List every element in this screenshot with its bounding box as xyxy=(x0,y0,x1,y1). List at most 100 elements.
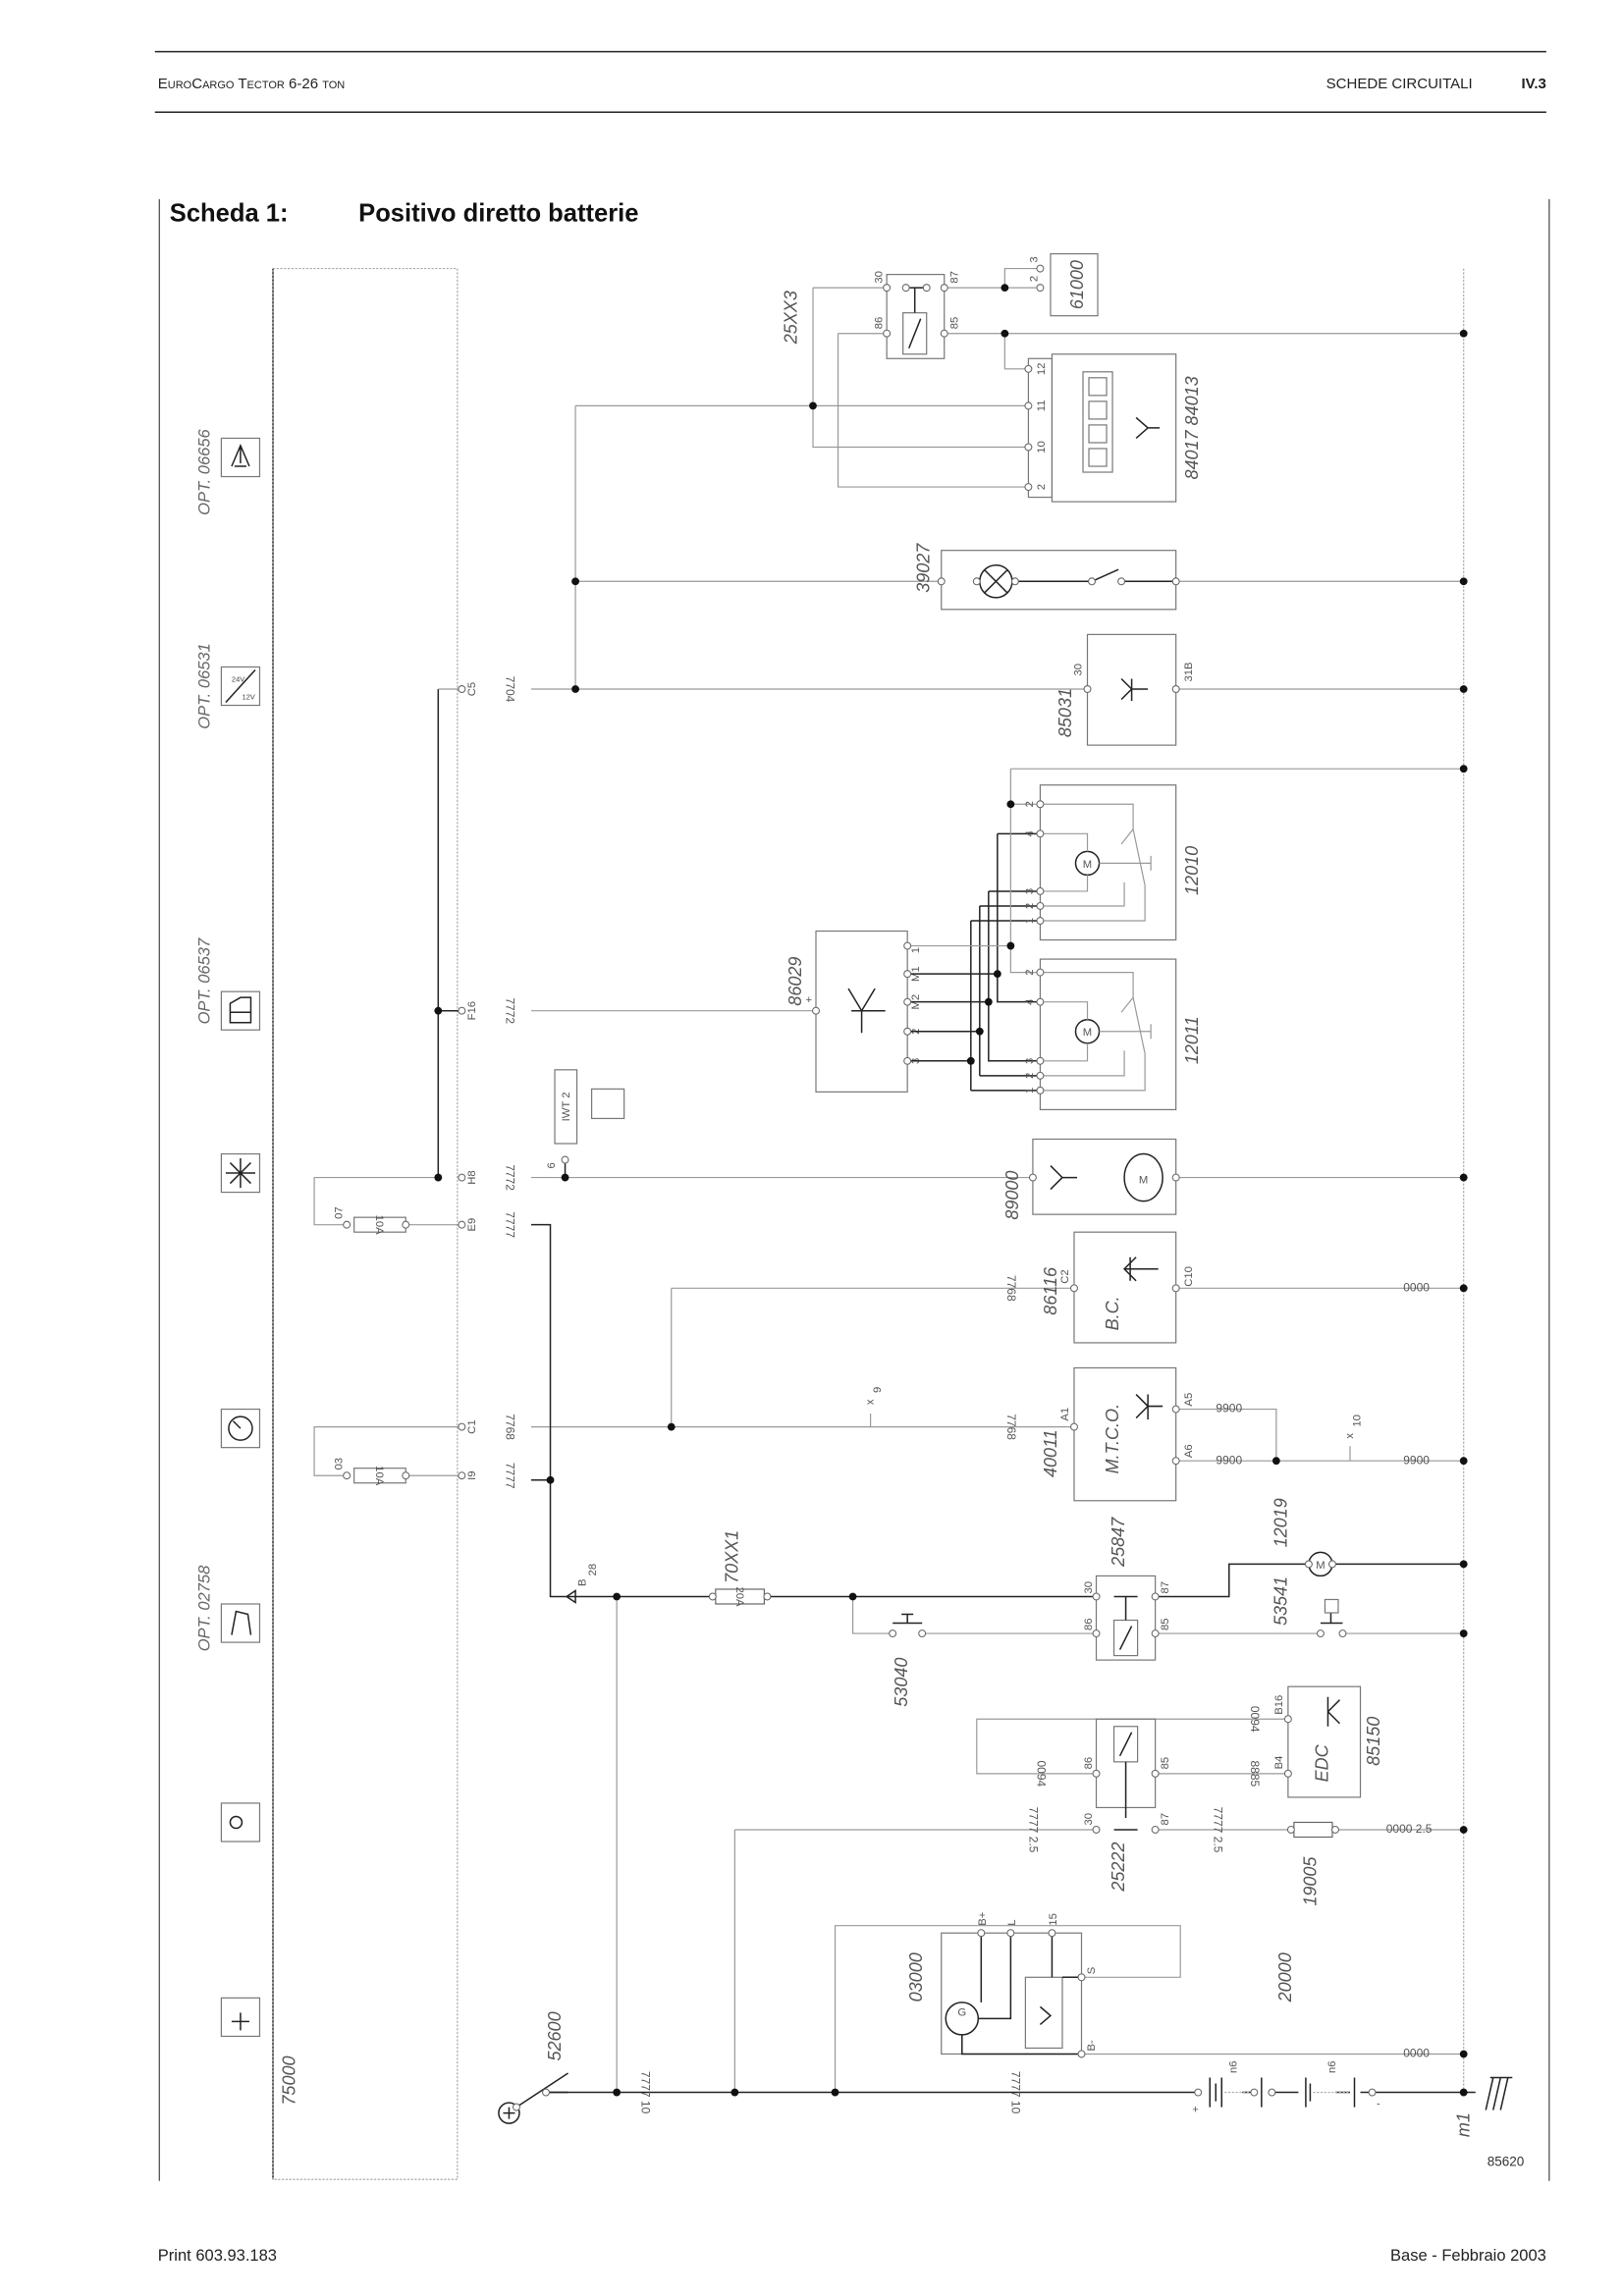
wire-label: 8885 xyxy=(1248,1760,1262,1787)
battery-plus: + xyxy=(1192,2105,1199,2116)
component-id: 25847 xyxy=(1109,1517,1128,1568)
component-id: 86029 xyxy=(785,957,805,1006)
terminal-pin xyxy=(1092,1629,1101,1638)
component-id: 86116 xyxy=(1041,1266,1060,1315)
pin-label: 87 xyxy=(1160,1581,1171,1594)
junction-dot xyxy=(434,1173,443,1182)
terminal-pin xyxy=(918,1629,927,1638)
terminal-pin xyxy=(1327,1560,1336,1569)
pin-label: 2 xyxy=(1028,276,1040,282)
terminal-pin xyxy=(903,941,912,950)
junction-dot xyxy=(993,970,1001,979)
junction-dot xyxy=(831,2088,839,2097)
pin-label: A1 xyxy=(1059,1408,1071,1421)
terminal-pin xyxy=(1088,577,1097,586)
relay-25847: 25847 30 86 87 85 xyxy=(1083,1517,1171,1661)
wire-label: 9900 xyxy=(1216,1453,1242,1467)
diagnostic-socket-icon xyxy=(590,1088,625,1120)
option-icons: OPT. 06656 OPT. 06531 24V 12V OPT. 06537… xyxy=(194,428,261,2038)
unit-85031: 85031 30 31B xyxy=(1055,633,1195,746)
wire-label: 0000 xyxy=(1403,2047,1430,2060)
relay-25222: 25222 86 30 85 87 0094 7777 2.5 7777 2.5 xyxy=(1027,1718,1225,1893)
terminal-pin xyxy=(458,1173,466,1182)
junction-dot xyxy=(1001,284,1009,293)
pushbutton-53040: 53040 xyxy=(892,1613,923,1707)
component-id: 85031 xyxy=(1055,688,1075,737)
pin-label: 87 xyxy=(948,271,960,284)
terminal-pin xyxy=(1117,577,1126,586)
option-label: OPT. 06656 xyxy=(194,428,213,514)
pin-label: C5 xyxy=(466,682,478,696)
terminal-pin xyxy=(1024,443,1033,452)
pin-label: E9 xyxy=(466,1218,478,1232)
terminal-pin xyxy=(1092,1826,1101,1834)
terminal-pin xyxy=(1036,901,1045,910)
terminal-pin xyxy=(458,1006,466,1015)
terminal-pin xyxy=(1368,2088,1377,2097)
pin-label: 30 xyxy=(1073,664,1085,676)
wire-label: 7704 xyxy=(503,676,516,703)
wire-label: 0000 xyxy=(1403,1280,1430,1294)
mirror-harness-gray xyxy=(907,769,1041,974)
relay-25XX3: 25XX3 30 86 87 85 xyxy=(781,271,960,359)
wire-label: 7768 xyxy=(503,1414,516,1440)
header-product: EuroCargo Tector 6-26 ton xyxy=(158,76,346,92)
top-wires xyxy=(530,267,1464,770)
terminal-pin xyxy=(977,1929,986,1938)
batteries: + n6 n6 - xyxy=(1192,2060,1380,2115)
option-label: OPT. 02758 xyxy=(194,1565,213,1651)
motor-symbol: M xyxy=(1139,1175,1148,1187)
terminal-pin xyxy=(1028,1173,1037,1182)
junction-dot xyxy=(1459,685,1468,693)
junction-dot xyxy=(1459,1560,1468,1569)
junction-dot xyxy=(613,2088,622,2097)
junction-dot xyxy=(975,1027,984,1036)
terminal-pin xyxy=(763,1592,772,1601)
option-label: OPT. 06537 xyxy=(194,937,213,1024)
wire-label: 7777 2.5 xyxy=(1212,1807,1225,1853)
pin-label: 3 xyxy=(1028,256,1040,262)
pin-label: 1 xyxy=(1024,1088,1036,1094)
junction-dot xyxy=(1459,2050,1468,2058)
body-computer-86116: B.C. 86116 C2 C10 7768 0000 xyxy=(1004,1231,1430,1344)
clock-glyph xyxy=(228,1415,253,1441)
terminal-pin xyxy=(1268,2088,1276,2097)
pushbutton-53541: 53541 xyxy=(1271,1576,1343,1626)
splice-label: x xyxy=(1344,1433,1356,1439)
junction-dot xyxy=(571,577,579,586)
component-id: 70XX1 xyxy=(722,1530,741,1583)
component-id: 52600 xyxy=(545,2011,565,2060)
wire xyxy=(834,1925,1181,2093)
seat-heater-icon xyxy=(220,1603,261,1643)
fuse-07: 10A 07 xyxy=(313,1176,462,1235)
terminal-pin xyxy=(1092,1592,1101,1601)
voltage-converter-icon xyxy=(220,666,261,707)
splice-number: 9 xyxy=(872,1387,884,1393)
terminal-pin xyxy=(1036,800,1045,809)
component-id: 61000 xyxy=(1067,260,1087,309)
junction-dot xyxy=(1459,2088,1468,2097)
motor-symbol: M xyxy=(1083,859,1092,871)
terminal-pin xyxy=(903,1056,912,1065)
junction-dot xyxy=(730,2088,739,2097)
junction-dot xyxy=(667,1422,676,1431)
pin-label: 12 xyxy=(1036,363,1048,376)
terminal-pin xyxy=(1083,685,1092,693)
junction-dot xyxy=(1459,1629,1468,1637)
title-text: Positivo diretto batterie xyxy=(358,199,638,227)
lighter-icon xyxy=(220,1802,261,1842)
mirror-control-86029: 86029 + 1 M1 M2 2 3 xyxy=(785,930,922,1093)
terminal-pin xyxy=(1036,264,1045,273)
junction-dot xyxy=(434,1006,443,1015)
pin-label: 86 xyxy=(1083,1757,1095,1770)
component-id: 20000 xyxy=(1275,1952,1295,2002)
component-label: EDC xyxy=(1312,1743,1331,1782)
terminal-pin xyxy=(1006,1929,1015,1938)
pin-label: 86 xyxy=(1083,1619,1095,1631)
terminal-pin xyxy=(1171,1405,1180,1414)
terminal-pin xyxy=(402,1220,410,1229)
terminal-pin xyxy=(458,1220,466,1229)
terminal-pin xyxy=(458,1422,466,1431)
pin-label: B4 xyxy=(1273,1756,1285,1770)
component-id: 12011 xyxy=(1182,1016,1202,1064)
